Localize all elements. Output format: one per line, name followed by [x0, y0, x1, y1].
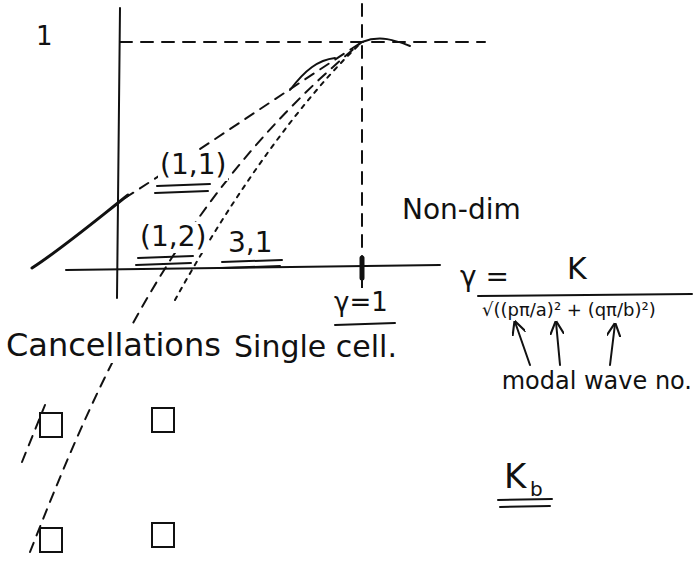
curve-peak	[362, 39, 410, 46]
cancel-line	[22, 405, 45, 462]
underline	[136, 256, 193, 265]
formula-numerator: K	[565, 252, 589, 285]
cell-square	[152, 523, 174, 547]
mode-curve-fragment	[290, 58, 335, 90]
cell-note: Single cell.	[232, 330, 399, 363]
mode-curve-solid	[32, 195, 128, 268]
mode-curve	[125, 42, 362, 198]
pointer-arrow	[515, 322, 530, 365]
cell-square	[40, 528, 62, 552]
tick-label: 1	[34, 22, 55, 51]
pointer-arrow	[556, 322, 560, 365]
formula-lhs: γ =	[458, 262, 511, 293]
y-axis	[117, 8, 120, 298]
underline	[498, 499, 552, 507]
k-b-subscript: b	[528, 478, 545, 500]
mode-label: (1,2)	[138, 222, 208, 253]
cell-square	[152, 408, 174, 432]
formula-denominator: √((pπ/a)² + (qπ/b)²)	[480, 300, 658, 320]
mode-label: 3,1	[226, 228, 275, 259]
pointer-arrow	[610, 324, 615, 365]
underline	[155, 184, 210, 193]
cell-square	[40, 413, 62, 437]
mode-curve	[30, 42, 362, 552]
k-b-symbol: K	[502, 458, 528, 495]
underline	[222, 260, 282, 268]
resonance-line	[361, 4, 363, 318]
underline	[335, 323, 395, 325]
fraction-bar	[478, 294, 692, 296]
axis-value: γ=1	[332, 288, 390, 317]
mode-label: (1,1)	[158, 150, 228, 181]
wave-number-note: modal wave no.	[500, 368, 694, 394]
cancellation-note: Cancellations	[4, 328, 223, 363]
axis-note: Non-dim	[400, 195, 523, 226]
asymptote-line	[120, 41, 485, 43]
